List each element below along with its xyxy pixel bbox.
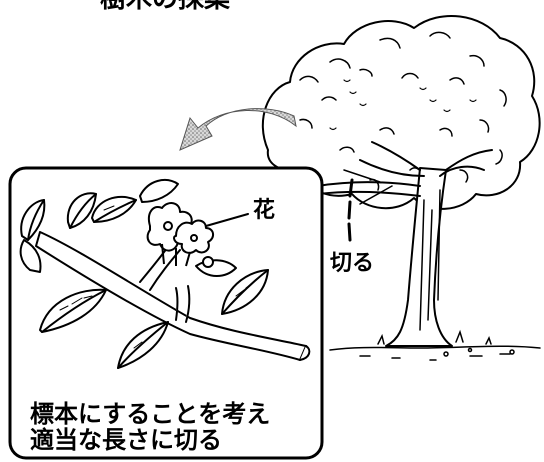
flower-icon xyxy=(146,202,214,268)
caption-line-2: 適当な長さに切る xyxy=(30,426,222,454)
curved-arrow-icon xyxy=(179,108,297,151)
branch-icon xyxy=(19,179,311,369)
cut-line-icon xyxy=(347,178,354,242)
caption-line-1: 標本にすることを考え xyxy=(30,400,271,428)
tree-icon xyxy=(261,15,541,347)
title: 樹木の採集 xyxy=(100,0,230,12)
flower-label: 花 xyxy=(253,198,276,223)
flower-pointer-line xyxy=(205,213,249,227)
cut-label: 切る xyxy=(330,251,375,276)
ground-icon xyxy=(329,329,541,361)
